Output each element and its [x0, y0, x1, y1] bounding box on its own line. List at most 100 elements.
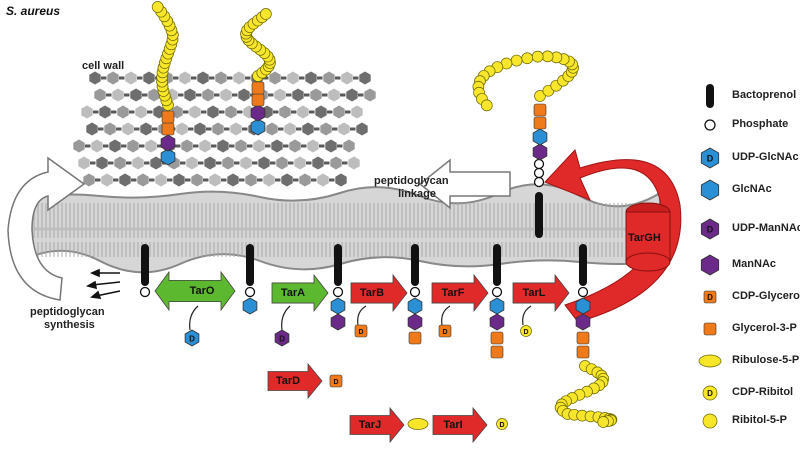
wall-glycan — [280, 172, 294, 188]
cdp-glycerol-substrate-3-letter: D — [333, 379, 338, 386]
wall-crosslink — [93, 110, 99, 114]
wall-crosslink — [283, 144, 289, 148]
wall-crosslink — [273, 110, 279, 114]
wall-crosslink — [119, 76, 125, 80]
wall-glycan — [237, 87, 251, 103]
wall-glycan — [144, 138, 158, 154]
legend-label-bactoprenol: Bactoprenol — [732, 89, 797, 101]
tarl-arrow — [512, 273, 570, 313]
wall-crosslink — [353, 76, 359, 80]
glycerol-step4 — [408, 331, 422, 345]
wall-crosslink — [281, 76, 287, 80]
tara-arrow — [271, 273, 329, 313]
wall-crosslink — [108, 161, 114, 165]
legend-icon-cdp_ribitol — [702, 385, 718, 401]
wall-glycan — [283, 121, 297, 137]
udp-mannac-substrate — [274, 329, 290, 347]
export-ribitol-15 — [510, 54, 523, 67]
export-mannac — [532, 143, 548, 161]
legend-icon-udp_mannac-letter: D — [707, 225, 714, 235]
reaction-arrow-tarb — [357, 305, 367, 326]
tarb-arrow — [350, 273, 408, 313]
tari-label: TarI — [443, 419, 463, 431]
wall-glycan — [293, 155, 307, 171]
mannac-step5 — [489, 313, 505, 331]
wall-crosslink — [180, 161, 186, 165]
linkage-arrow — [418, 158, 511, 210]
phosphate-1 — [139, 286, 151, 298]
bactoprenol-anchors — [139, 158, 589, 298]
wall-glycan — [334, 172, 348, 188]
cell-wall-lattice — [72, 70, 377, 188]
legend-label-cdp_glycerol: CDP-Glycerol — [732, 290, 800, 302]
wall-glycan — [82, 172, 96, 188]
wall-glycan — [332, 104, 346, 120]
export-ribitol-14 — [521, 52, 534, 65]
wall-glycan — [298, 172, 312, 188]
wall-crosslink — [317, 76, 323, 80]
wall-glycan — [275, 155, 289, 171]
wall-crosslink — [121, 144, 127, 148]
wall-glycan — [103, 121, 117, 137]
wall-glycan — [85, 121, 99, 137]
wall-glycan — [270, 138, 284, 154]
wall-glycan — [304, 70, 318, 86]
udp-glcnac-substrate — [184, 329, 200, 347]
wall-crosslink — [221, 178, 227, 182]
wall-glycan — [93, 87, 107, 103]
wall-crosslink — [147, 110, 153, 114]
wall-crosslink — [124, 93, 130, 97]
wall-crosslink — [175, 144, 181, 148]
wall-crosslink — [131, 178, 137, 182]
phosphate-exported-2 — [533, 167, 545, 179]
glcnac-step5 — [489, 297, 505, 315]
glycerol-step5a — [490, 331, 504, 345]
wall-glycan — [265, 121, 279, 137]
wall-glycan — [262, 172, 276, 188]
wall-glycan — [306, 138, 320, 154]
tard-label: TarD — [275, 375, 301, 387]
wall-crosslink — [245, 76, 251, 80]
wall-glycan — [314, 104, 328, 120]
wall-crosslink — [237, 110, 243, 114]
wall-glycerol-2b — [251, 81, 265, 95]
wall-glcnac-2 — [250, 118, 266, 136]
wall-glycan — [131, 155, 145, 171]
wall-glycan — [113, 155, 127, 171]
wall-crosslink — [342, 161, 348, 165]
cdp-ribitol-substrate-2-letter: D — [499, 422, 504, 429]
wall-glycan — [319, 121, 333, 137]
wall-crosslink — [201, 110, 207, 114]
wall-glycan — [273, 87, 287, 103]
phosphate-2 — [244, 286, 256, 298]
wall-glycan — [134, 104, 148, 120]
wall-glycan — [149, 155, 163, 171]
wall-glycan — [206, 104, 220, 120]
bactoprenol-3 — [334, 244, 342, 286]
wall-crosslink — [139, 144, 145, 148]
cdp-glycerol-substrate-2-letter: D — [442, 329, 447, 336]
cdp-glycerol-substrate-1 — [354, 324, 368, 338]
wall-crosslink — [268, 93, 274, 97]
wall-glycan — [309, 87, 323, 103]
wall-glycan — [201, 87, 215, 103]
phosphate-exported-3 — [533, 158, 545, 170]
wall-crosslink — [265, 144, 271, 148]
wall-ribitol-1-22 — [151, 1, 164, 13]
export-ribitol-24 — [480, 99, 493, 112]
wall-crosslink — [193, 144, 199, 148]
cell-wall-label: cell wall — [82, 60, 125, 72]
wall-glycan — [345, 87, 359, 103]
reaction-arrow-taro — [189, 305, 199, 331]
wall-glycan — [363, 87, 377, 103]
synthesis-arrows — [85, 268, 121, 299]
legend-label-cdp_ribitol: CDP-Ribitol — [732, 386, 794, 398]
wall-crosslink — [198, 161, 204, 165]
bactoprenol-2 — [246, 244, 254, 286]
wall-glycan — [175, 121, 189, 137]
legend-label-glcnac: GlcNAc — [732, 183, 772, 195]
wall-crosslink — [144, 161, 150, 165]
legend-icon-ribitol_5_p — [702, 413, 718, 429]
wall-crosslink — [157, 144, 163, 148]
wall-glycan — [90, 138, 104, 154]
